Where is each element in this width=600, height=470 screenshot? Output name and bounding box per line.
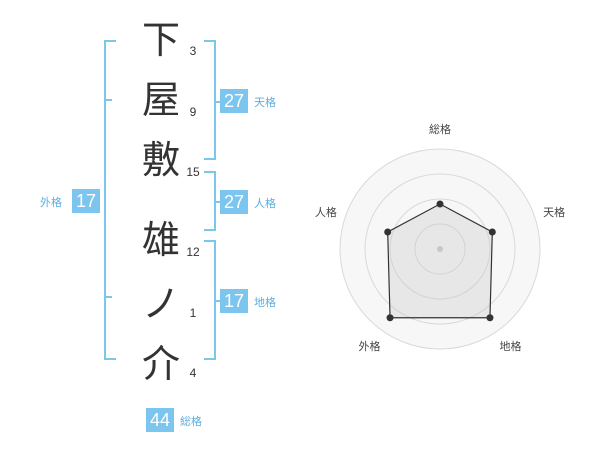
jinkaku-bracket-stub <box>214 201 222 203</box>
jinkaku-bracket-top <box>204 171 216 173</box>
jinkaku-bracket-bottom <box>204 229 216 231</box>
bracket-tick-1 <box>104 99 112 101</box>
jinkaku-badge: 27 <box>220 190 248 214</box>
radar-axis-label: 天格 <box>543 205 565 219</box>
tenkaku-label: 天格 <box>254 96 276 109</box>
tenkaku-bracket-vertical <box>214 40 216 160</box>
jinkaku-label: 人格 <box>254 197 276 210</box>
gaikaku-label: 外格 <box>40 196 62 209</box>
name-char: 屋 <box>141 78 180 122</box>
radar-axis-label: 総格 <box>429 122 451 136</box>
gaikaku-badge: 17 <box>72 189 100 213</box>
gaikaku-bracket-top <box>104 40 116 42</box>
radar-ring <box>339 148 541 350</box>
stroke-count: 9 <box>189 105 197 119</box>
stroke-count: 15 <box>186 165 200 179</box>
name-char: 介 <box>141 342 180 386</box>
name-char: 敷 <box>141 138 180 182</box>
radar-point <box>486 314 494 322</box>
soukaku-label: 総格 <box>180 415 202 428</box>
radar-point <box>386 314 394 322</box>
radar-ring <box>364 173 516 325</box>
name-char: 下 <box>141 18 180 62</box>
gaikaku-bracket-vertical <box>104 40 106 360</box>
chikaku-bracket-stub <box>214 300 222 302</box>
tenkaku-bracket-bottom <box>204 158 216 160</box>
radar-center-dot <box>437 246 443 252</box>
tenkaku-badge: 27 <box>220 89 248 113</box>
stroke-count: 4 <box>189 366 197 380</box>
radar-axis-label: 地格 <box>500 339 522 353</box>
radar-point <box>384 228 392 236</box>
name-char: 雄 <box>141 218 180 262</box>
radar-ring <box>414 223 466 275</box>
chikaku-label: 地格 <box>254 296 276 309</box>
radar-axis-label: 外格 <box>358 339 380 353</box>
chikaku-bracket-top <box>204 240 216 242</box>
soukaku-badge: 44 <box>146 408 174 432</box>
radar-point <box>488 228 496 236</box>
chikaku-badge: 17 <box>220 289 248 313</box>
stroke-count: 12 <box>186 245 200 259</box>
gaikaku-bracket-bottom <box>104 358 116 360</box>
radar-point <box>436 200 444 208</box>
radar-ring <box>389 198 491 300</box>
tenkaku-bracket-stub <box>214 101 222 103</box>
name-char: ノ <box>141 282 180 326</box>
tenkaku-bracket-top <box>204 40 216 42</box>
stroke-count: 3 <box>189 44 197 58</box>
radar-axis-label: 人格 <box>315 205 337 219</box>
stroke-count: 1 <box>189 306 197 320</box>
chikaku-bracket-bottom <box>204 358 216 360</box>
bracket-tick-2 <box>104 296 112 298</box>
radar-polygon <box>387 203 493 319</box>
